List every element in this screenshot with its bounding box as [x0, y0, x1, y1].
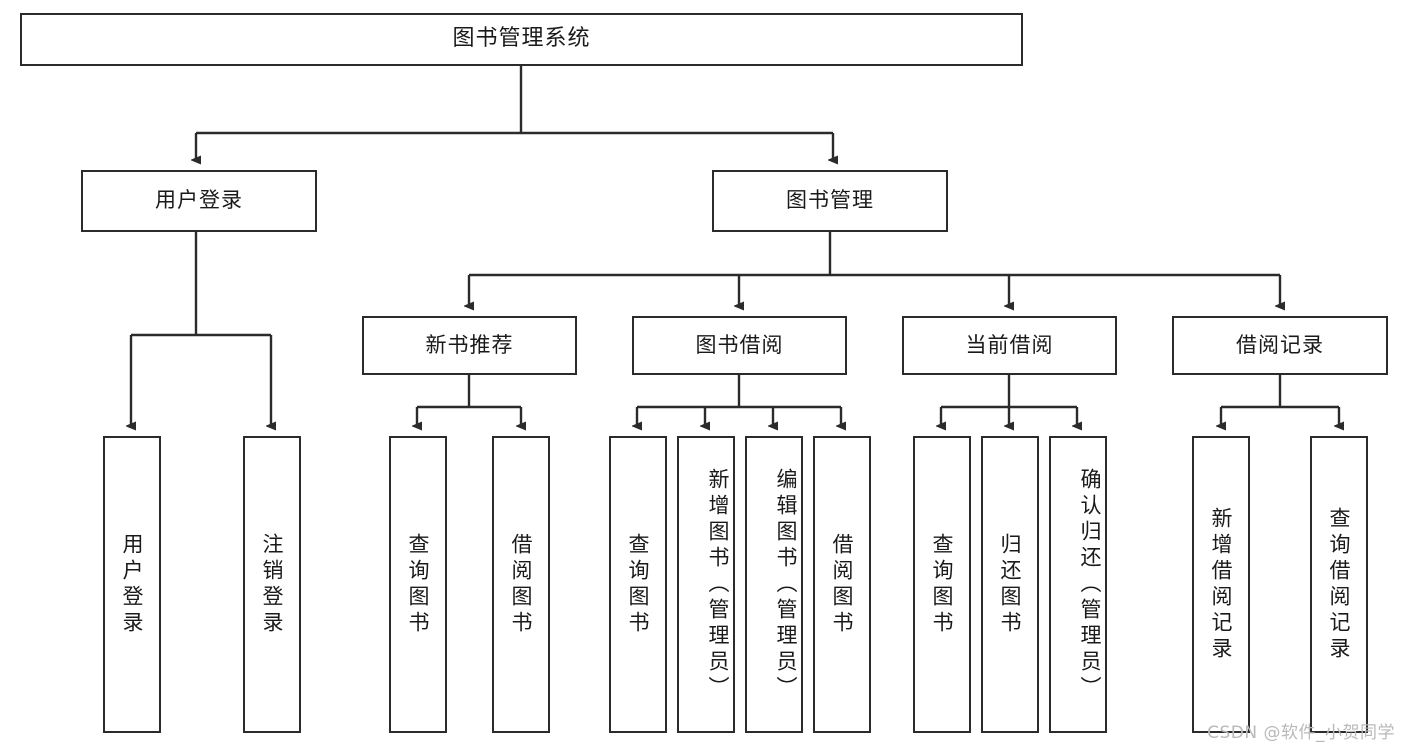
node-label: 注销登录: [260, 532, 284, 637]
node-book-management[interactable]: 图书管理: [712, 170, 948, 232]
node-label: 借阅图书: [830, 532, 854, 637]
leaf-current-query-book[interactable]: 查询图书: [913, 436, 971, 733]
csdn-watermark: CSDN @软件_小贺同学: [1207, 723, 1395, 743]
node-book-borrow[interactable]: 图书借阅: [632, 316, 847, 375]
node-label: 用户登录: [120, 532, 144, 637]
node-label: 编辑图书（管理员）: [774, 467, 798, 702]
node-label: 借阅图书: [509, 532, 533, 637]
node-label: 图书借阅: [695, 332, 784, 357]
leaf-records-query-record[interactable]: 查询借阅记录: [1310, 436, 1368, 733]
node-label: 新增借阅记录: [1209, 506, 1233, 663]
node-label: 图书管理系统: [452, 26, 591, 52]
node-label: 查询图书: [930, 532, 954, 637]
node-label: 查询图书: [406, 532, 430, 637]
node-label: 图书管理: [786, 188, 874, 213]
node-label: 查询图书: [626, 532, 650, 637]
leaf-borrow-add-book-admin[interactable]: 新增图书（管理员）: [677, 436, 735, 733]
node-borrow-records[interactable]: 借阅记录: [1172, 316, 1388, 375]
node-user-login[interactable]: 用户登录: [81, 170, 317, 232]
node-label: 查询借阅记录: [1327, 506, 1351, 663]
leaf-borrow-query-book[interactable]: 查询图书: [609, 436, 667, 733]
node-new-book-recommend[interactable]: 新书推荐: [362, 316, 577, 375]
node-label: 借阅记录: [1236, 332, 1324, 357]
node-root-system[interactable]: 图书管理系统: [20, 13, 1023, 66]
leaf-records-add-record[interactable]: 新增借阅记录: [1192, 436, 1250, 733]
leaf-current-return-book[interactable]: 归还图书: [981, 436, 1039, 733]
node-label: 新书推荐: [425, 332, 514, 357]
node-label: 用户登录: [155, 188, 243, 213]
node-label: 确认归还（管理员）: [1078, 467, 1102, 702]
leaf-user-login-signin[interactable]: 用户登录: [103, 436, 161, 733]
leaf-current-confirm-return-admin[interactable]: 确认归还（管理员）: [1049, 436, 1107, 733]
leaf-recommend-query-book[interactable]: 查询图书: [389, 436, 447, 733]
leaf-borrow-borrow-book[interactable]: 借阅图书: [813, 436, 871, 733]
node-label: 归还图书: [998, 532, 1022, 637]
leaf-user-login-signout[interactable]: 注销登录: [243, 436, 301, 733]
node-label: 新增图书（管理员）: [706, 467, 730, 702]
leaf-borrow-edit-book-admin[interactable]: 编辑图书（管理员）: [745, 436, 803, 733]
node-label: 当前借阅: [965, 332, 1054, 357]
node-current-borrow[interactable]: 当前借阅: [902, 316, 1117, 375]
leaf-recommend-borrow-book[interactable]: 借阅图书: [492, 436, 550, 733]
